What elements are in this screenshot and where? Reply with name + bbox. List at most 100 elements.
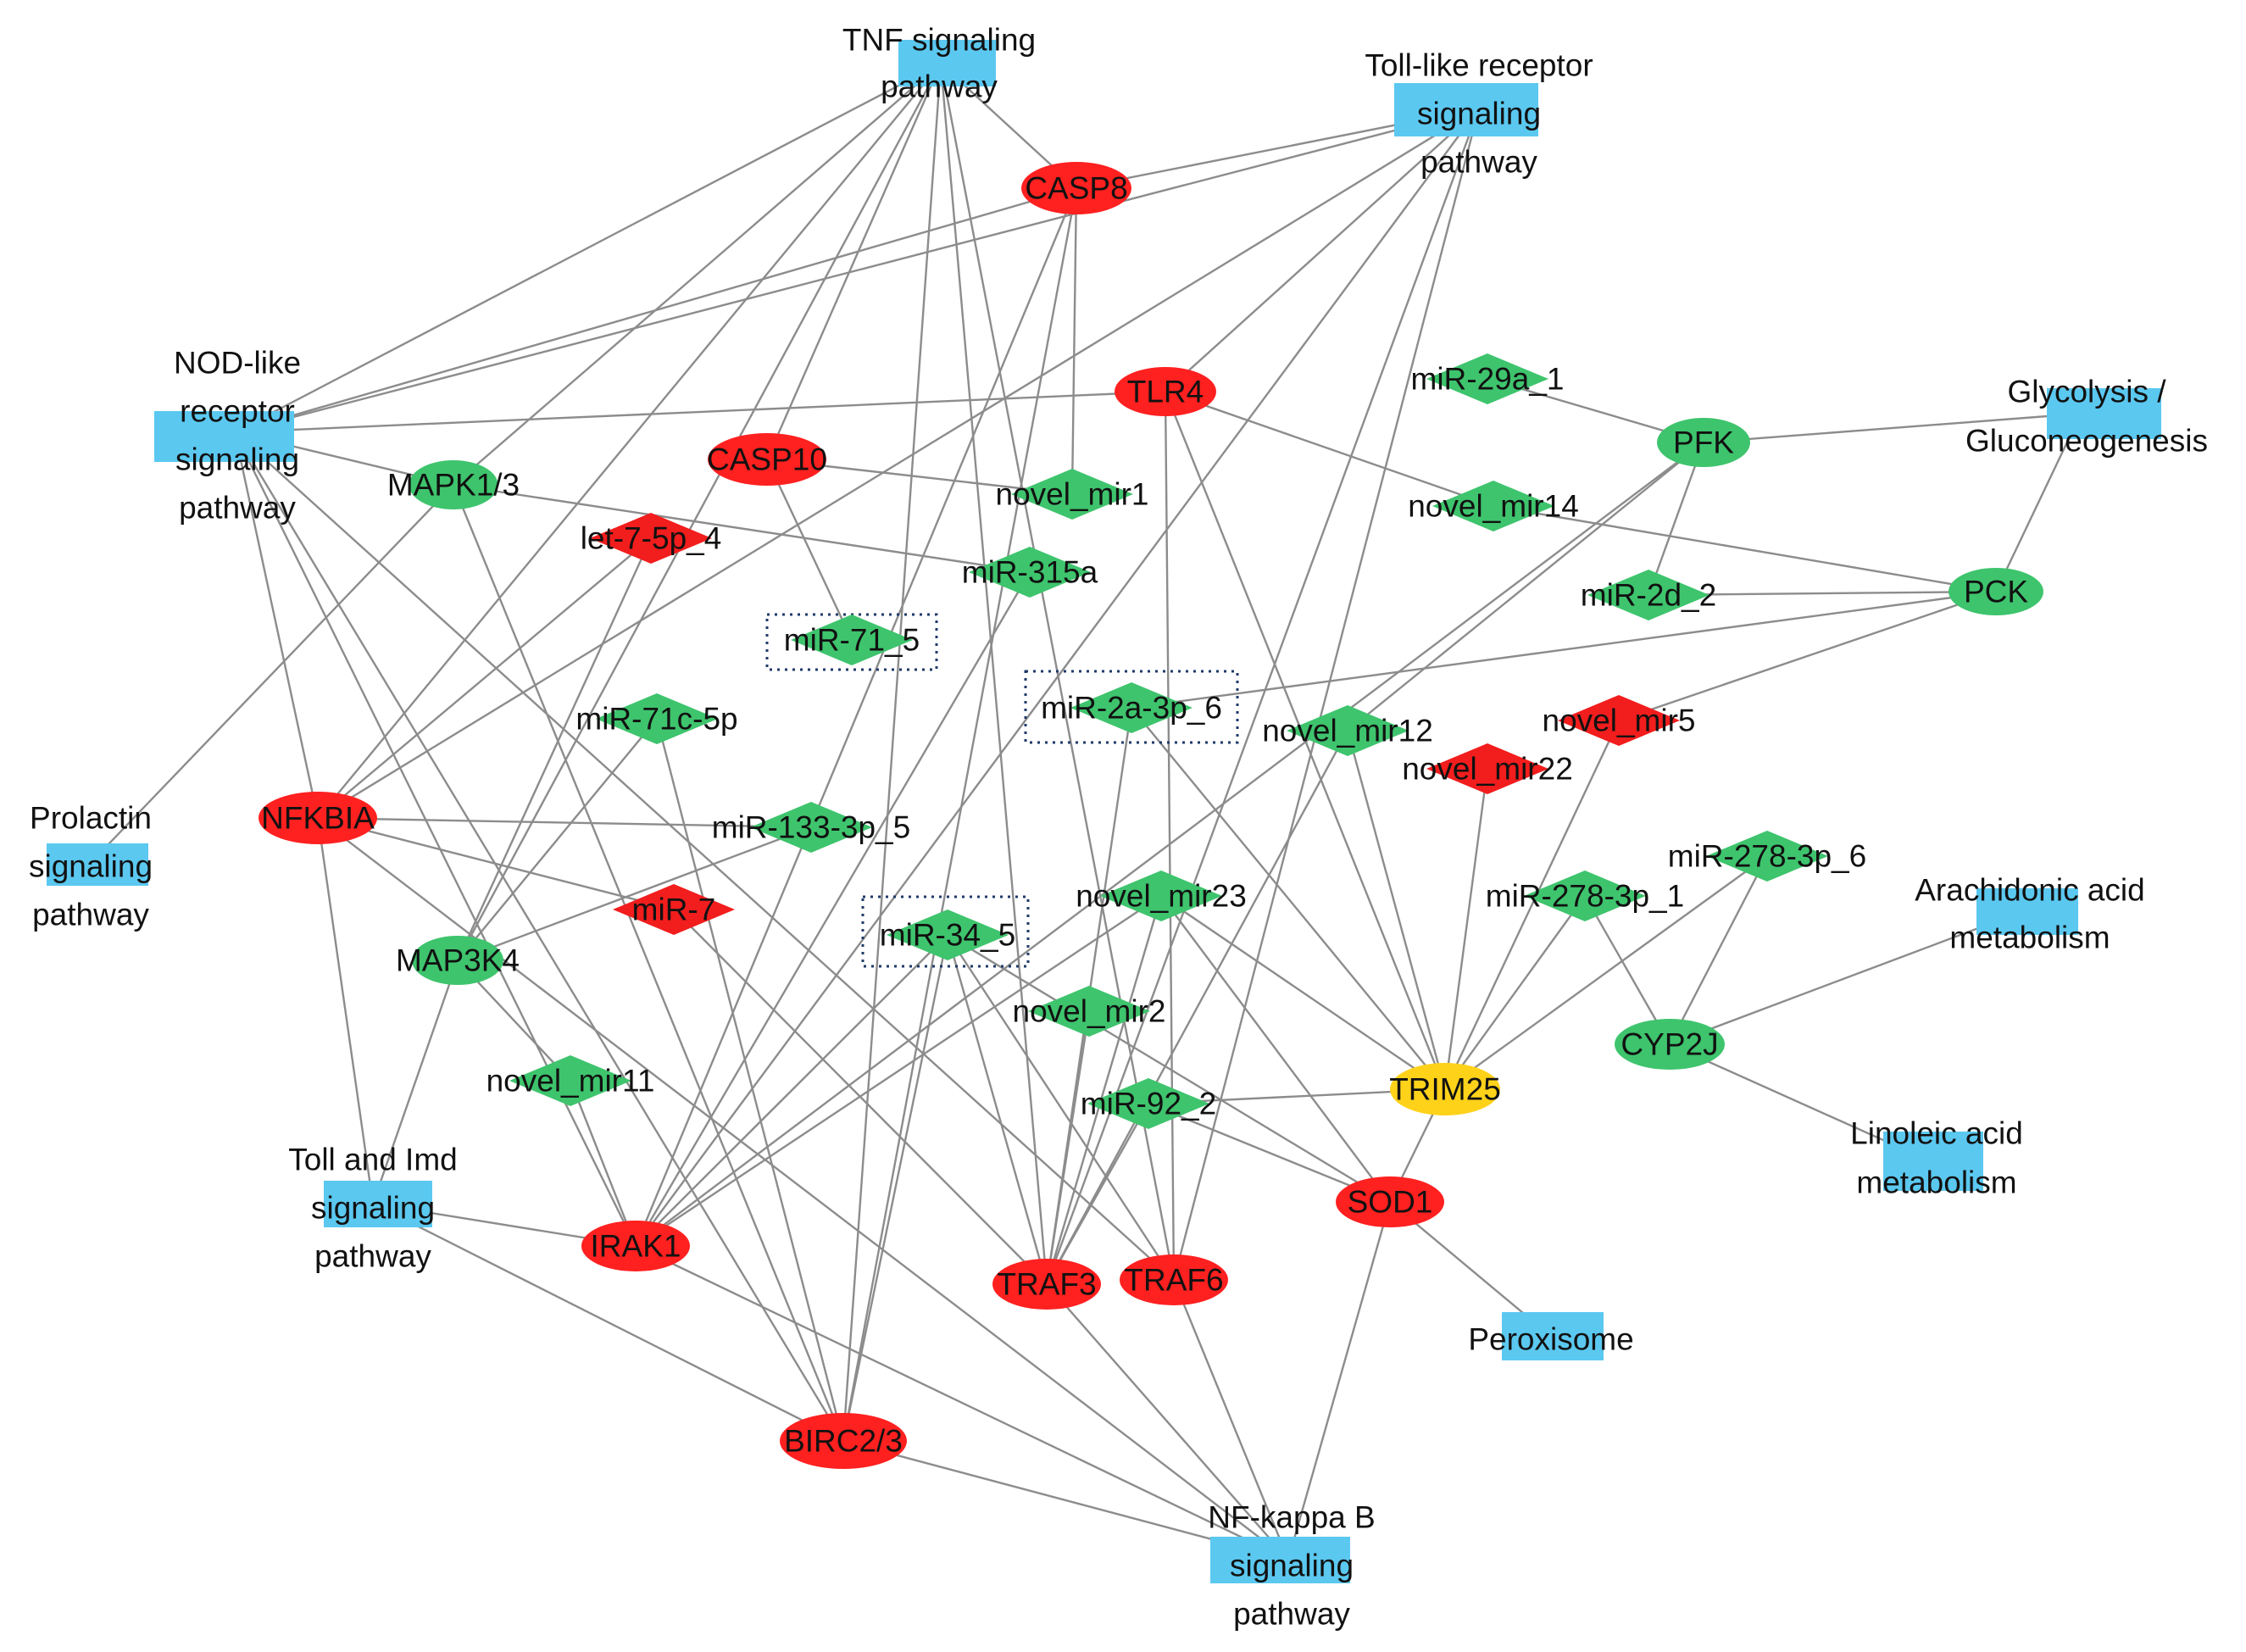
node-nm2[interactable]: novel_mir2 — [1013, 986, 1166, 1037]
node-label: receptor — [180, 394, 295, 429]
edge-PCK-nm5 — [1618, 590, 1997, 722]
node-m133[interactable]: miR-133-3p_5 — [712, 802, 910, 853]
node-m278b[interactable]: miR-278-3p_6 — [1668, 831, 1866, 882]
edge-let7-NFKBIA — [317, 537, 652, 819]
node-label: TRIM25 — [1389, 1072, 1501, 1107]
edge-nm22-TRIM25 — [1443, 768, 1489, 1090]
node-cyp2j[interactable]: CYP2J — [1615, 1019, 1725, 1070]
node-label: miR-34_5 — [880, 918, 1015, 953]
mirna-diamond — [887, 909, 1009, 960]
node-nm22[interactable]: novel_mir22 — [1402, 743, 1573, 794]
node-m92[interactable]: miR-92_2 — [1081, 1078, 1216, 1129]
node-nm1[interactable]: novel_mir1 — [996, 469, 1149, 520]
node-pfk[interactable]: PFK — [1657, 418, 1750, 467]
node-m2a[interactable]: miR-2a-3p_6 — [1041, 682, 1222, 733]
highlight-box-m34 — [861, 895, 1030, 968]
node-label: novel_mir22 — [1402, 752, 1573, 787]
node-label: miR-7 — [632, 893, 716, 927]
node-label: MAP3K4 — [396, 943, 520, 978]
node-label: CASP10 — [707, 442, 827, 477]
node-casp10[interactable]: CASP10 — [707, 433, 827, 486]
gene-ellipse — [259, 792, 377, 844]
node-birc[interactable]: BIRC2/3 — [780, 1413, 907, 1469]
edge-NFKBIA-m133 — [317, 816, 812, 829]
edge-NOD-TRAF6 — [234, 431, 1175, 1281]
edge-CYP2J-ARA — [1669, 909, 2026, 1046]
node-m315[interactable]: miR-315a — [962, 547, 1098, 598]
node-m2d[interactable]: miR-2d_2 — [1581, 570, 1716, 620]
node-pero[interactable]: Peroxisome — [1468, 1312, 1634, 1360]
node-label: TLR4 — [1127, 375, 1204, 409]
node-sod1[interactable]: SOD1 — [1336, 1176, 1444, 1227]
edge-TOLL-NOD — [234, 107, 1480, 434]
node-mir7[interactable]: miR-7 — [613, 884, 735, 935]
edge-TRAF6-NFKB — [1172, 1279, 1290, 1560]
node-m278a[interactable]: miR-278-3p_1 — [1486, 870, 1684, 921]
node-label: metabolism — [1949, 921, 2110, 955]
node-let7[interactable]: let-7-5p_4 — [581, 513, 722, 564]
edge-nm2-TRAF3 — [1045, 1010, 1091, 1285]
mirna-diamond — [750, 802, 872, 853]
node-casp8[interactable]: CASP8 — [1021, 162, 1131, 214]
node-nm11[interactable]: novel_mir11 — [486, 1055, 655, 1106]
node-m34[interactable]: miR-34_5 — [880, 909, 1015, 960]
node-tlr4[interactable]: TLR4 — [1115, 367, 1216, 416]
node-label: novel_mir12 — [1262, 714, 1433, 748]
pathway-box — [1394, 83, 1538, 136]
edge-TLR4-TRAF6 — [1164, 391, 1176, 1281]
node-label: signaling — [1417, 97, 1541, 131]
edge-PFK-IRAK1 — [635, 442, 1704, 1247]
node-label: pathway — [881, 70, 998, 104]
node-m71c[interactable]: miR-71c-5p — [575, 693, 738, 744]
edge-TLR4-TRIM25 — [1164, 391, 1447, 1090]
edge-m278b-CYP2J — [1668, 855, 1769, 1045]
node-nm5[interactable]: novel_mir5 — [1543, 695, 1696, 746]
edge-TOLL-TRAF6 — [1172, 108, 1481, 1281]
node-m29a[interactable]: miR-29a_1 — [1411, 353, 1565, 404]
edge-nm23-TRAF3 — [1045, 895, 1163, 1285]
node-irak1[interactable]: IRAK1 — [581, 1221, 690, 1271]
node-label: novel_mir14 — [1408, 489, 1579, 524]
edge-nm14-PCK — [1493, 504, 1997, 593]
gene-ellipse — [1336, 1176, 1444, 1227]
edge-CASP8-nm1 — [1070, 187, 1078, 495]
node-m71[interactable]: miR-71_5 — [784, 615, 920, 665]
node-nm14[interactable]: novel_mir14 — [1408, 481, 1579, 531]
edge-nm12-TRAF3 — [1045, 730, 1349, 1285]
pathway-box — [1883, 1132, 1983, 1191]
node-trim25[interactable]: TRIM25 — [1389, 1063, 1501, 1115]
mirna-diamond — [590, 513, 712, 564]
gene-ellipse — [1390, 1063, 1500, 1115]
node-traf6[interactable]: TRAF6 — [1120, 1254, 1228, 1305]
edge-MAPK-m315 — [453, 483, 1031, 574]
mirna-diamond — [1028, 986, 1150, 1037]
node-label: miR-71_5 — [784, 623, 920, 658]
node-pck[interactable]: PCK — [1949, 568, 2043, 615]
node-gly[interactable]: Glycolysis /Gluconeogenesis — [1965, 375, 2208, 459]
node-traf3[interactable]: TRAF3 — [992, 1259, 1101, 1310]
node-map3k4[interactable]: MAP3K4 — [396, 936, 520, 985]
node-nfkbia[interactable]: NFKBIA — [259, 792, 377, 844]
node-label: miR-92_2 — [1081, 1087, 1216, 1121]
edge-TNF-NFKBIA — [317, 63, 942, 819]
node-nm23[interactable]: novel_mir23 — [1076, 870, 1247, 921]
node-nm12[interactable]: novel_mir12 — [1262, 705, 1433, 756]
gene-ellipse — [1120, 1254, 1228, 1305]
edge-TNF-BIRC — [842, 63, 942, 1442]
edge-TNF-NOD — [234, 62, 942, 434]
mirna-diamond — [1070, 682, 1192, 733]
edge-m34-BIRC — [842, 934, 949, 1442]
node-label: MAPK1/3 — [387, 468, 520, 503]
gene-ellipse — [780, 1413, 907, 1469]
node-mapk[interactable]: MAPK1/3 — [387, 460, 520, 509]
node-label: NF-kappa B — [1208, 1500, 1375, 1535]
edge-TOLL-TRAF3 — [1045, 108, 1481, 1285]
